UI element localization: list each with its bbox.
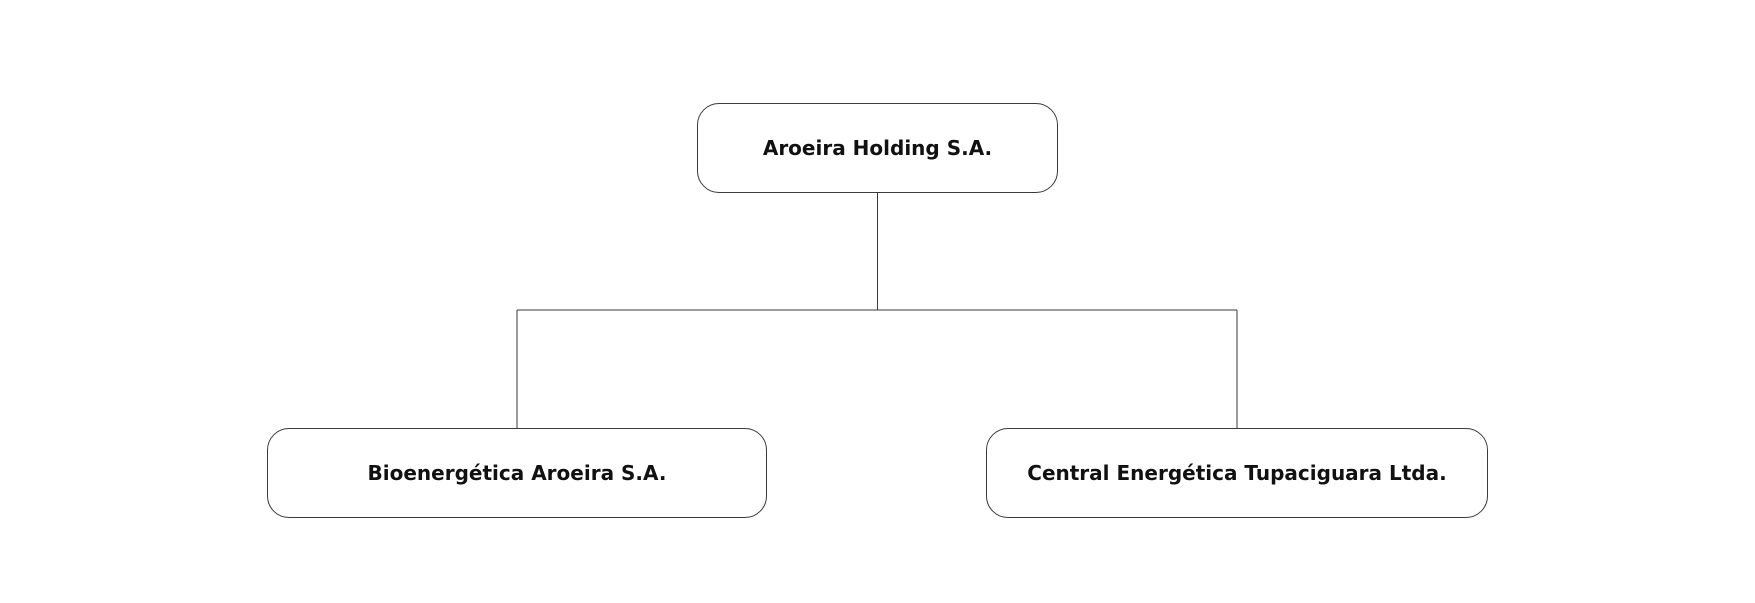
org-node-aroeira-holding: Aroeira Holding S.A.: [697, 103, 1058, 193]
org-node-label: Aroeira Holding S.A.: [762, 136, 993, 160]
org-node-bioenergetica-aroeira: Bioenergética Aroeira S.A.: [267, 428, 767, 518]
org-node-label: Central Energética Tupaciguara Ltda.: [1027, 461, 1447, 485]
org-node-label: Bioenergética Aroeira S.A.: [367, 461, 667, 485]
org-node-central-energetica-tupaciguara: Central Energética Tupaciguara Ltda.: [986, 428, 1488, 518]
